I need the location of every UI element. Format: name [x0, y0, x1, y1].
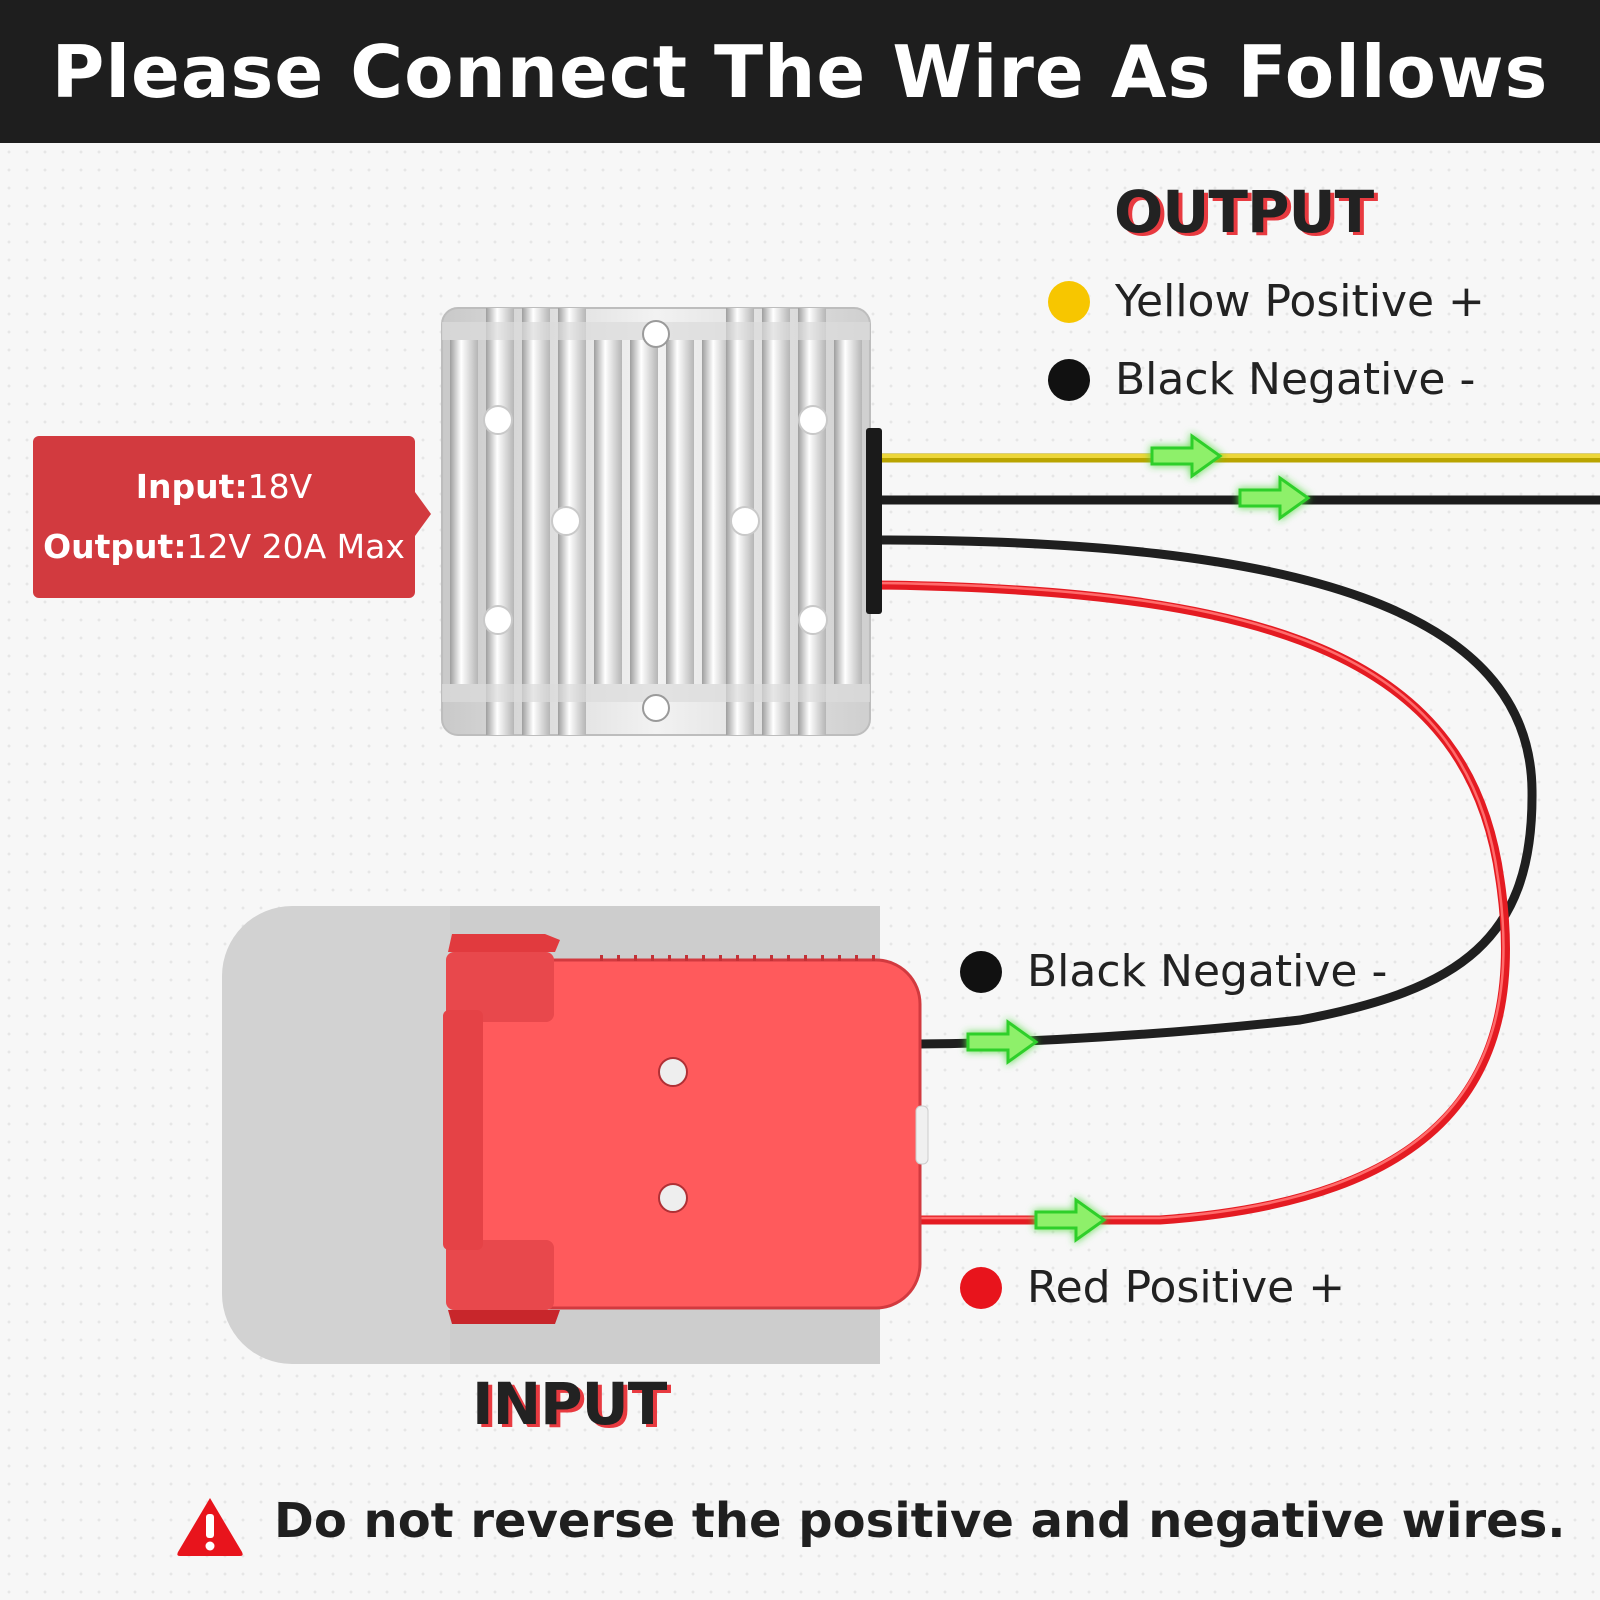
arrow-right-icon — [1150, 433, 1223, 479]
arrow-right-icon — [1238, 475, 1311, 521]
arrow-right-icon — [1034, 1197, 1107, 1243]
wires — [877, 453, 1600, 1225]
header-bar: Please Connect The Wire As Follows — [0, 0, 1600, 143]
legend-label: Black Negative - — [1115, 354, 1476, 405]
warning-icon — [177, 1498, 243, 1556]
warning-note: Do not reverse the positive and negative… — [178, 1490, 1566, 1552]
spec-input-key: Input: — [135, 467, 248, 506]
spec-output-value: 12V 20A Max — [186, 527, 405, 566]
page-title: Please Connect The Wire As Follows — [51, 29, 1549, 114]
spec-input-value: 18V — [247, 467, 313, 506]
red-dot-icon — [960, 1266, 1002, 1309]
output-heading: OUTPUT — [1114, 178, 1374, 246]
spec-callout: Input:18V Output:12V 20A Max — [33, 436, 431, 598]
black-dot-icon — [960, 950, 1002, 993]
legend-input-red: Red Positive + — [960, 1262, 1345, 1313]
input-black-wire — [877, 535, 1537, 1049]
heatsink-fins — [450, 308, 862, 735]
input-heading: INPUT — [472, 1370, 667, 1438]
arrow-right-icon — [966, 1019, 1039, 1065]
converter-module — [441, 307, 882, 736]
legend-label: Red Positive + — [1027, 1262, 1346, 1313]
input-red-wire — [877, 580, 1510, 1225]
battery-adapter — [222, 906, 929, 1364]
warning-icon-spacer — [178, 1490, 242, 1552]
legend-output-black: Black Negative - — [1048, 354, 1475, 405]
legend-input-black: Black Negative - — [960, 946, 1387, 997]
legend-label: Black Negative - — [1027, 946, 1388, 997]
yellow-dot-icon — [1048, 280, 1090, 323]
spec-output-line: Output:12V 20A Max — [43, 517, 405, 577]
legend-label: Yellow Positive + — [1115, 276, 1485, 327]
legend-output-yellow: Yellow Positive + — [1048, 276, 1485, 327]
black-dot-icon — [1048, 358, 1090, 401]
spec-input-line: Input:18V — [136, 457, 312, 517]
spec-output-key: Output: — [43, 527, 187, 566]
warning-text: Do not reverse the positive and negative… — [274, 1493, 1566, 1549]
